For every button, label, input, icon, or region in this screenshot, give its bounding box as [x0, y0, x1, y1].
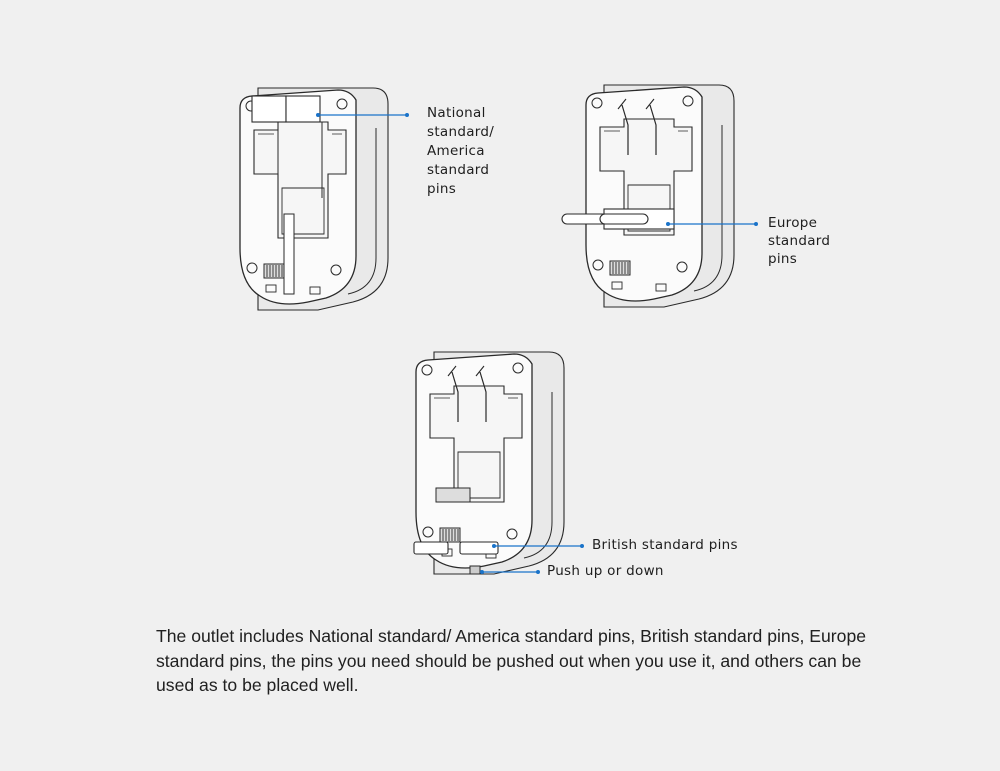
- label-national-pins: National standard/ America standard pins: [427, 104, 494, 199]
- label-line: Europe: [768, 215, 818, 231]
- label-line: America: [427, 143, 485, 159]
- callout-push: [480, 570, 540, 574]
- label-line: standard/: [427, 124, 495, 140]
- adapter-national-pins: [239, 87, 389, 311]
- label-line: standard: [768, 233, 831, 249]
- callout-europe: [666, 222, 758, 226]
- description-text: The outlet includes National standard/ A…: [156, 626, 867, 695]
- adapter-europe-pins: [561, 84, 735, 308]
- label-push-up-down: Push up or down: [547, 563, 664, 579]
- callout-national: [316, 113, 409, 117]
- adapter-british-pins: [413, 351, 565, 575]
- label-line: pins: [768, 251, 798, 267]
- label-line: standard: [427, 162, 490, 178]
- label-british-pins: British standard pins: [592, 537, 738, 553]
- label-line: National: [427, 105, 486, 121]
- label-europe-pins: Europe standard pins: [768, 214, 830, 268]
- label-line: pins: [427, 181, 457, 197]
- callout-british: [492, 544, 584, 548]
